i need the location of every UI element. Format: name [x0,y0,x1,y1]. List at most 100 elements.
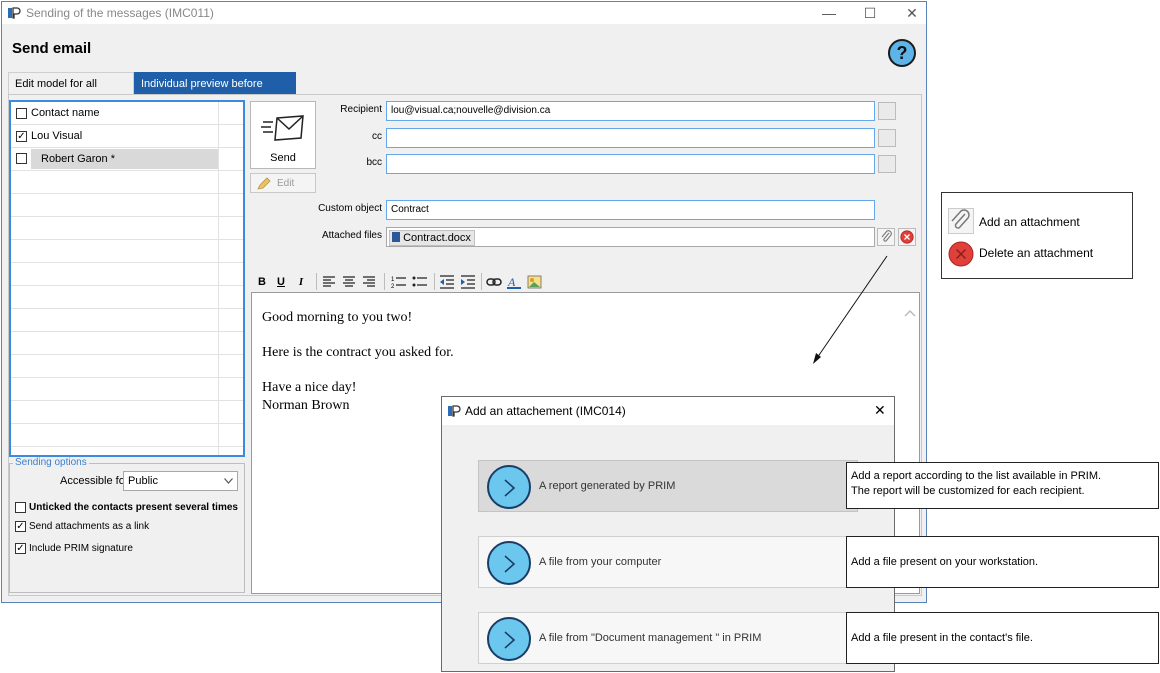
maximize-button[interactable]: ☐ [863,5,877,21]
svg-text:A: A [507,275,516,289]
custom-object-label: Custom object [318,203,382,214]
indent-icon[interactable] [460,275,476,289]
delete-circle-icon [900,230,914,244]
empty-row [11,240,243,263]
legend-box: Add an attachment Delete an attachment [941,192,1133,279]
close-button[interactable]: ✕ [906,5,918,21]
contact-checkbox-checked[interactable]: ✓ [16,131,27,142]
add-attachment-dialog: Add an attachement (IMC014) ✕ A report g… [441,396,895,672]
callout-report-line2: The report will be customized for each r… [851,485,1085,497]
attached-files-field: Contract.docx [386,227,875,247]
paperclip-icon [881,230,892,242]
outdent-icon[interactable] [439,275,455,289]
legend-delete-label: Delete an attachment [979,246,1094,260]
bold-button[interactable]: B [258,276,266,288]
edit-label: Edit [277,178,295,189]
delete-attachment-button[interactable] [898,228,916,246]
attached-files-label: Attached files [321,230,382,241]
column-divider [218,102,219,455]
numbered-list-icon[interactable]: 12 [391,275,407,289]
body-line-contract: Here is the contract you asked for. [262,345,454,360]
callout-arrow [813,255,888,364]
contact-list-header: Contact name [11,102,243,125]
svg-text:2: 2 [391,284,395,289]
arrow-circle-icon [487,541,531,585]
sending-options-group [9,463,245,593]
empty-row [11,424,243,447]
contact-name: Lou Visual [31,130,83,142]
insert-image-icon[interactable] [527,274,543,290]
table-row[interactable]: ✓ Lou Visual [11,125,243,148]
link-icon[interactable] [486,276,502,288]
legend-add-label: Add an attachment [979,215,1080,229]
bcc-input[interactable] [386,154,875,174]
arrow-circle-icon [487,617,531,661]
attachments-as-link-checkbox[interactable]: ✓ [15,521,26,532]
body-line-greeting: Good morning to you two! [262,310,413,325]
cc-input[interactable] [386,128,875,148]
callout-document-management: Add a file present in the contact's file… [846,612,1159,664]
option-computer-button[interactable]: A file from your computer [478,536,858,588]
accessible-for-select[interactable]: Public [123,471,238,491]
empty-row [11,401,243,424]
delete-circle-icon [948,241,974,267]
unticked-duplicates-label: Unticked the contacts present several ti… [29,502,238,513]
empty-row [11,378,243,401]
toolbar-separator [384,273,385,290]
callout-report: Add a report according to the list avail… [846,462,1159,509]
attached-file-chip[interactable]: Contract.docx [389,230,475,246]
select-all-checkbox[interactable] [16,108,27,119]
body-line-signature: Norman Brown [262,398,350,413]
svg-text:1: 1 [391,277,395,283]
text-color-icon[interactable]: A [506,274,522,290]
table-row[interactable]: Robert Garon * [11,148,243,171]
minimize-button[interactable]: — [822,5,836,21]
tab-individual-preview[interactable]: Individual preview before sending [134,72,296,112]
option-document-management-label: A file from "Document management " in PR… [539,632,762,644]
word-document-icon [392,232,400,242]
add-attachment-button[interactable] [877,228,895,246]
address-book-icon[interactable] [878,129,896,147]
recipient-value: lou@visual.ca;nouvelle@division.ca [391,105,551,116]
title-bar: Sending of the messages (IMC011) — ☐ ✕ [2,2,926,24]
empty-row [11,309,243,332]
address-book-icon[interactable] [878,102,896,120]
bcc-label: bcc [366,157,382,168]
arrow-circle-icon [487,465,531,509]
accessible-for-label: Accessible for [60,475,129,487]
dialog-title-bar: Add an attachement (IMC014) ✕ [442,397,894,425]
empty-row [11,263,243,286]
align-center-icon[interactable] [342,276,356,288]
edit-button[interactable]: Edit [250,173,316,193]
chevron-down-icon [224,478,233,484]
address-book-icon[interactable] [878,155,896,173]
recipient-input[interactable]: lou@visual.ca;nouvelle@division.ca [386,101,875,121]
custom-object-input[interactable]: Contract [386,200,875,220]
empty-row [11,194,243,217]
paperclip-icon [948,208,974,234]
help-button[interactable]: ? [888,39,916,67]
tab-edit-model[interactable]: Edit model for all contacts [8,72,134,112]
empty-row [11,332,243,355]
align-left-icon[interactable] [322,276,336,288]
bullet-list-icon[interactable] [412,275,428,289]
scroll-up-chevron-icon[interactable] [904,309,916,317]
app-logo-icon [448,405,461,417]
dialog-title: Add an attachement (IMC014) [465,404,626,418]
send-label: Send [270,152,296,164]
option-report-button[interactable]: A report generated by PRIM [478,460,858,512]
contact-checkbox[interactable] [16,153,27,164]
dialog-close-button[interactable]: ✕ [874,402,886,418]
unticked-duplicates-checkbox[interactable] [15,502,26,513]
align-right-icon[interactable] [362,276,376,288]
option-document-management-button[interactable]: A file from "Document management " in PR… [478,612,858,664]
toolbar-separator [481,273,482,290]
empty-row [11,217,243,240]
contact-name: Robert Garon * [41,153,115,165]
include-signature-checkbox[interactable]: ✓ [15,543,26,554]
toolbar-separator [316,273,317,290]
recipient-label: Recipient [340,104,382,115]
send-button[interactable]: Send [250,101,316,169]
italic-button[interactable]: I [298,276,304,288]
underline-button[interactable]: U [277,276,285,288]
